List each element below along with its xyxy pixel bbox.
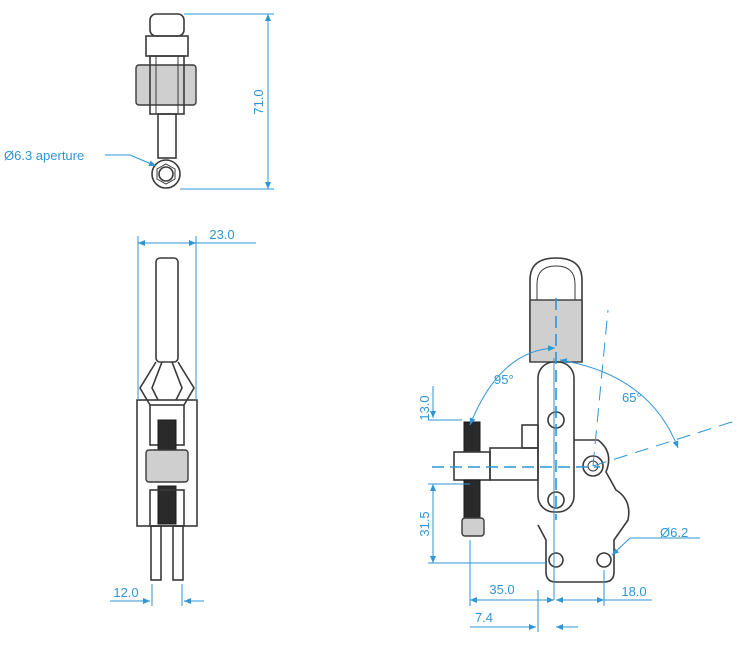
dim-horiz-35: 35.0 xyxy=(469,540,554,606)
front-view xyxy=(136,257,198,581)
dim-label-7: 7.4 xyxy=(475,610,493,625)
dim-horiz-7: 7.4 xyxy=(470,590,578,632)
aperture-callout: Ø6.3 aperture xyxy=(4,148,157,167)
dim-label-18: 18.0 xyxy=(621,584,646,599)
dim-width-12: 12.0 xyxy=(110,584,204,606)
dim-label-13: 13.0 xyxy=(417,395,432,420)
dim-width-23: 23.0 xyxy=(137,227,256,400)
side-view xyxy=(453,257,630,583)
dim-vertical-13: 13.0 xyxy=(417,386,462,421)
aperture-label: Ø6.3 aperture xyxy=(4,148,84,163)
dim-label-23: 23.0 xyxy=(209,227,234,242)
dim-label-31: 31.5 xyxy=(417,511,432,536)
hole-label: Ø6.2 xyxy=(660,525,688,540)
hole-callout: Ø6.2 xyxy=(611,525,700,556)
dim-label-35: 35.0 xyxy=(489,582,514,597)
dim-horiz-18: 18.0 xyxy=(556,570,652,606)
dim-vertical-31: 31.5 xyxy=(417,483,546,564)
dim-height-71: 71.0 xyxy=(180,13,274,190)
dim-angle-65: 65° xyxy=(559,309,739,467)
dim-label-71: 71.0 xyxy=(251,89,266,114)
dim-label-12: 12.0 xyxy=(113,585,138,600)
top-view xyxy=(135,13,197,189)
angle-label-95: 95° xyxy=(494,372,514,387)
dim-angle-95: 95° xyxy=(469,345,556,426)
angle-label-65: 65° xyxy=(622,390,642,405)
